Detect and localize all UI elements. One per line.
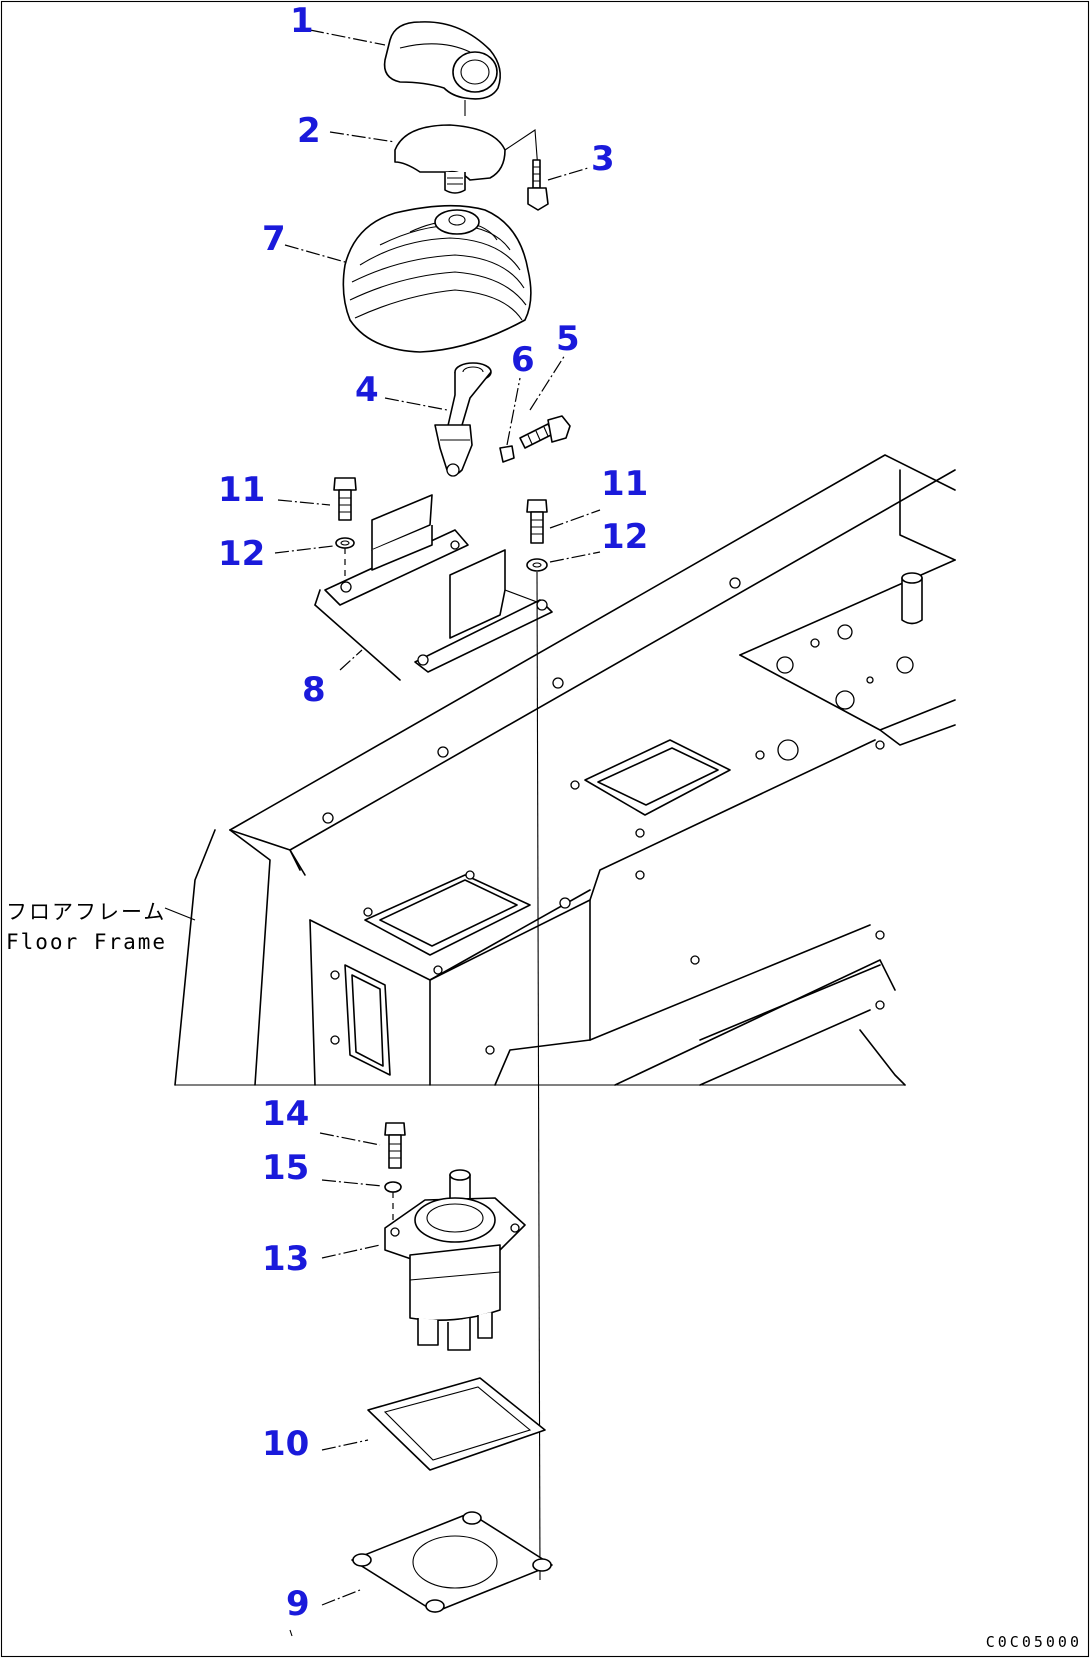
callout-1: 1 — [290, 1, 314, 41]
callout-12-left: 12 — [218, 534, 266, 574]
callout-14: 14 — [262, 1094, 310, 1134]
callout-13: 13 — [262, 1239, 310, 1279]
part-13-valve — [321, 1169, 526, 1351]
callout-3: 3 — [591, 139, 615, 179]
part-5-bolt — [519, 354, 571, 449]
drawing-code: C0C05000 — [985, 1633, 1082, 1651]
callout-4: 4 — [355, 370, 379, 410]
part-10-gasket — [321, 1377, 546, 1471]
callout-11-right: 11 — [601, 464, 649, 504]
frame-holes — [322, 577, 914, 1055]
part-11-bolt-left — [277, 477, 357, 521]
part-12-washer-left — [274, 537, 355, 580]
callout-5: 5 — [556, 319, 580, 359]
callout-8: 8 — [302, 670, 326, 710]
part-7-boot — [284, 204, 532, 353]
part-14-bolt — [319, 1122, 406, 1169]
callout-10: 10 — [262, 1424, 310, 1464]
floor-frame-label-japanese: フロアフレーム — [6, 900, 167, 924]
part-6-nut — [499, 377, 521, 463]
assembly-centerline — [536, 571, 541, 1581]
part-4-lever — [384, 362, 492, 477]
part-8-bracket — [314, 494, 553, 681]
part-15-washer — [321, 1179, 402, 1220]
part-11-bolt-right — [526, 499, 601, 544]
callout-6: 6 — [511, 340, 535, 380]
floor-frame-label-english: Floor Frame — [6, 930, 168, 954]
callout-11-left: 11 — [218, 470, 266, 510]
part-3-screw — [527, 159, 589, 211]
part-12-washer-right — [526, 551, 601, 572]
part-9-plate — [289, 1511, 553, 1637]
callout-15: 15 — [262, 1148, 310, 1188]
part-1-knob — [309, 21, 501, 116]
callout-7: 7 — [262, 219, 286, 259]
callout-12-right: 12 — [601, 517, 649, 557]
callout-9: 9 — [286, 1584, 310, 1624]
part-2-cover — [329, 124, 539, 194]
callout-2: 2 — [297, 111, 321, 151]
floor-frame — [164, 454, 956, 1086]
